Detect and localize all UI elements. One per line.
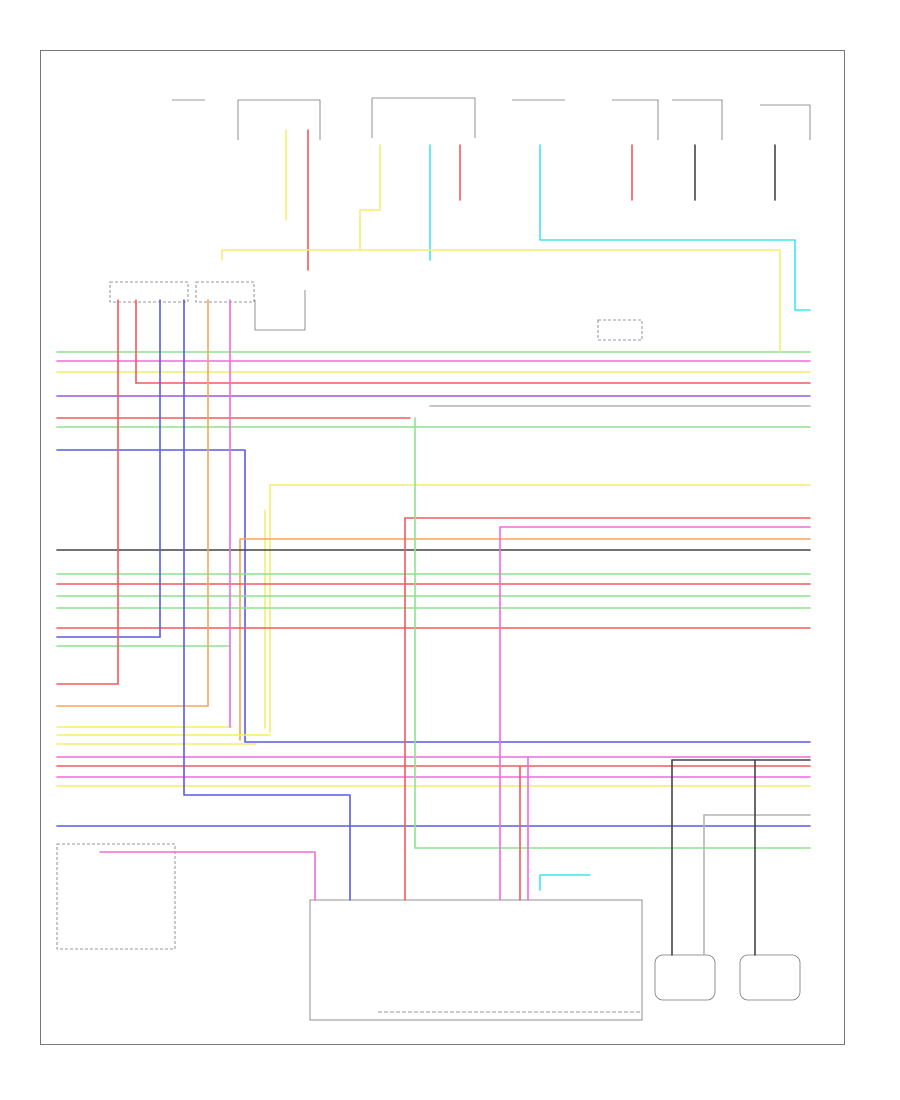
- wire-cyan: [539, 144, 811, 311]
- wire-orange: [239, 538, 811, 741]
- wire-yellow: [359, 144, 381, 251]
- wire-layer: [56, 129, 811, 956]
- relay-mid: [597, 319, 643, 341]
- connector-top-5: [612, 99, 659, 140]
- junction-box-left: [109, 281, 189, 303]
- connector-top-7: [760, 104, 811, 140]
- combination-meter: [309, 899, 643, 1021]
- connector-top-3: [371, 97, 476, 138]
- wire-yellow: [221, 249, 781, 353]
- switch-box: [254, 290, 306, 331]
- connector-top-6: [672, 99, 723, 140]
- right-rear-lamp: [739, 954, 801, 1001]
- connector-top-2: [237, 99, 321, 140]
- wire-cyan: [539, 874, 591, 891]
- wire-pink: [99, 851, 316, 901]
- wire-blue: [183, 299, 351, 901]
- switch-box-bottom: [56, 843, 176, 950]
- left-rear-lamp: [654, 954, 716, 1001]
- component-boxes: [56, 97, 811, 1021]
- junction-box-mid: [195, 281, 255, 303]
